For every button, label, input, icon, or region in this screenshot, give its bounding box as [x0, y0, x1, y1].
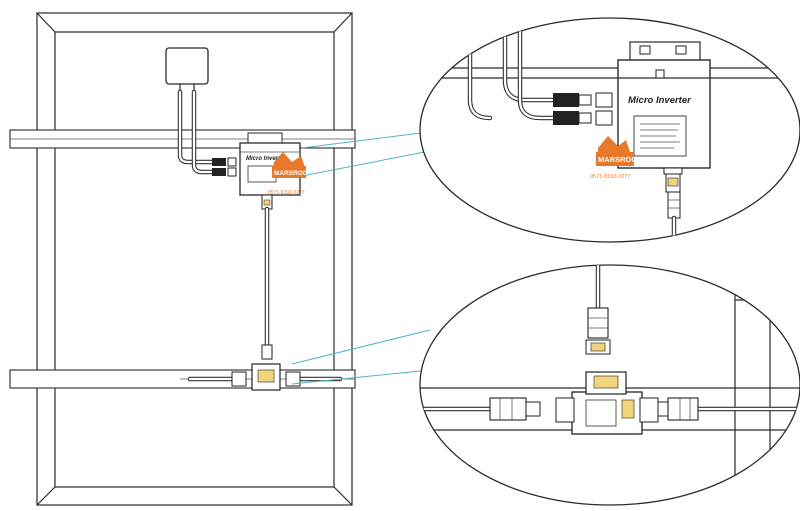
brand-logo-small: MARSROCK 0571-8192-2277 [268, 152, 313, 196]
mounting-rail-top [9, 129, 356, 149]
t-connector-detail [555, 371, 659, 435]
callout-lines [291, 129, 446, 385]
brand-name-detail: MARSROCK [598, 155, 643, 164]
ac-cable-detail [665, 173, 681, 242]
dc-cables-small [177, 89, 237, 177]
brand-logo-detail: MARSROCK 0571-8192-2277 [590, 136, 643, 180]
detail-bubble-t-connector [419, 264, 800, 506]
device-label-small: Micro Inverter [246, 156, 286, 162]
solar-panel [36, 12, 353, 506]
brand-phone-small: 0571-8192-2277 [268, 190, 305, 196]
dc-cables-detail [467, 18, 613, 126]
t-connector-small [187, 363, 343, 391]
incoming-ac-cable-detail [585, 265, 611, 355]
detail-bubble-inverter: Micro Inverter MARSROCK 0571-8192-2277 [419, 17, 800, 243]
ac-cable-small [261, 194, 273, 360]
brand-name-small: MARSROCK [274, 170, 313, 177]
micro-inverter-detail: Micro Inverter [617, 41, 711, 175]
trunk-cables-detail [420, 397, 800, 421]
device-label-detail: Micro Inverter [628, 95, 692, 106]
junction-box [165, 47, 209, 92]
brand-phone-detail: 0571-8192-2277 [590, 174, 630, 180]
